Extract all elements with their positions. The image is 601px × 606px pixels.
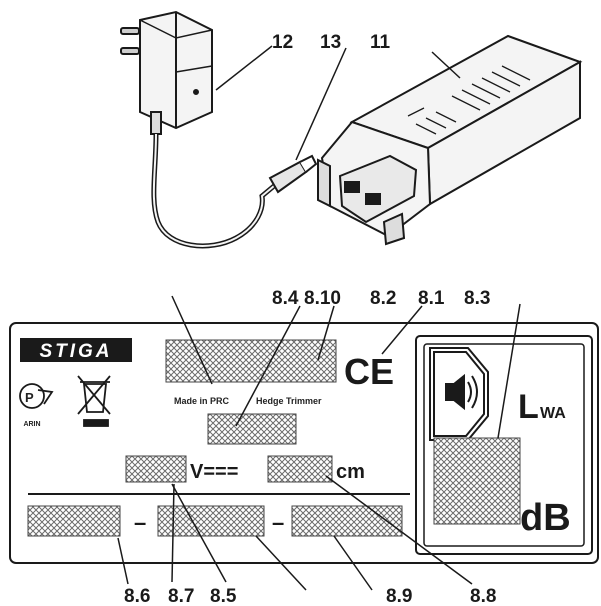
callout-12: 12 [272, 32, 293, 53]
field-cutting-length [267, 455, 333, 483]
field-code [291, 505, 403, 537]
callout-8-2: 8.2 [370, 288, 396, 309]
callout-8-5: 8.5 [210, 586, 237, 606]
callout-8-7: 8.7 [168, 586, 194, 606]
ce-mark: CE [344, 351, 394, 392]
callout-8-6: 8.6 [124, 586, 150, 606]
callout-8-10: 8.10 [304, 288, 341, 309]
svg-text:P: P [25, 390, 34, 405]
rostest-cert-icon: P ARIN [19, 383, 54, 428]
lwa-subscript: WA [540, 405, 566, 422]
battery-pack-icon [317, 34, 583, 246]
charger-icon [120, 10, 318, 249]
field-serial-number [27, 505, 121, 537]
field-voltage [125, 455, 187, 483]
field-article-no [207, 413, 297, 445]
callout-8-3: 8.3 [464, 288, 490, 309]
dash-1: – [134, 510, 146, 535]
db-unit: dB [520, 497, 571, 539]
weee-bin-icon [77, 375, 111, 427]
callout-8-9: 8.9 [386, 586, 412, 606]
brand-name: STIGA [39, 341, 112, 362]
sound-power-panel: L WA dB [415, 335, 593, 555]
length-unit: cm [336, 461, 365, 483]
field-sound-power-value [433, 437, 521, 525]
callout-8-1: 8.1 [418, 288, 445, 309]
field-production-date [157, 505, 265, 537]
cert-code: ARIN [23, 421, 40, 428]
made-in-text: Made in PRC [174, 396, 230, 406]
callout-8-8: 8.8 [470, 586, 496, 606]
field-serial-model [165, 339, 337, 383]
lwa-symbol: L [518, 388, 539, 426]
speaker-icon [429, 347, 489, 441]
callout-11: 11 [370, 32, 391, 53]
dash-2: – [272, 510, 284, 535]
callout-8-4: 8.4 [272, 288, 299, 309]
voltage-unit: V=== [190, 461, 238, 483]
brand-logo: STIGA [20, 338, 132, 362]
product-name-text: Hedge Trimmer [256, 396, 322, 406]
callout-13: 13 [320, 32, 341, 53]
